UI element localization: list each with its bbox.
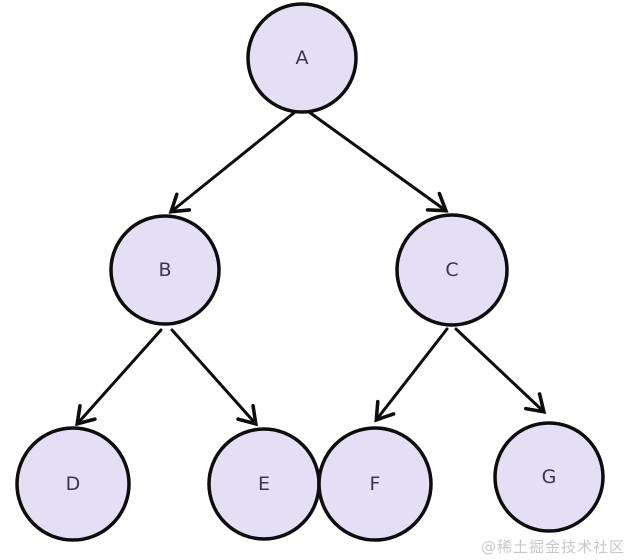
node-D-label: D <box>66 473 81 495</box>
node-E: E <box>207 427 321 541</box>
nodes-layer: A B C D E F G <box>15 2 605 542</box>
edge-B-E <box>170 328 258 427</box>
node-A-label: A <box>296 47 309 69</box>
edge-C-F <box>374 327 449 423</box>
edge-C-G <box>454 327 547 415</box>
node-A: A <box>246 2 358 114</box>
node-B-circle <box>109 214 221 326</box>
node-C-label: C <box>445 259 458 281</box>
edges-layer <box>75 110 547 427</box>
node-F-circle <box>317 426 433 542</box>
node-D: D <box>15 426 131 542</box>
node-G-label: G <box>542 466 557 488</box>
node-A-circle <box>246 2 358 114</box>
edge-B-D <box>75 328 163 427</box>
edge-A-B <box>168 110 297 214</box>
node-F-label: F <box>370 473 381 495</box>
node-C-circle <box>395 213 509 327</box>
node-E-label: E <box>258 473 270 495</box>
node-C: C <box>395 213 509 327</box>
watermark: @稀土掘金技术社区 <box>480 538 625 556</box>
node-G-circle <box>493 421 605 533</box>
edge-A-C <box>307 110 449 213</box>
node-B-label: B <box>158 259 171 281</box>
node-D-circle <box>15 426 131 542</box>
node-F: F <box>317 426 433 542</box>
node-B: B <box>109 214 221 326</box>
node-G: G <box>493 421 605 533</box>
